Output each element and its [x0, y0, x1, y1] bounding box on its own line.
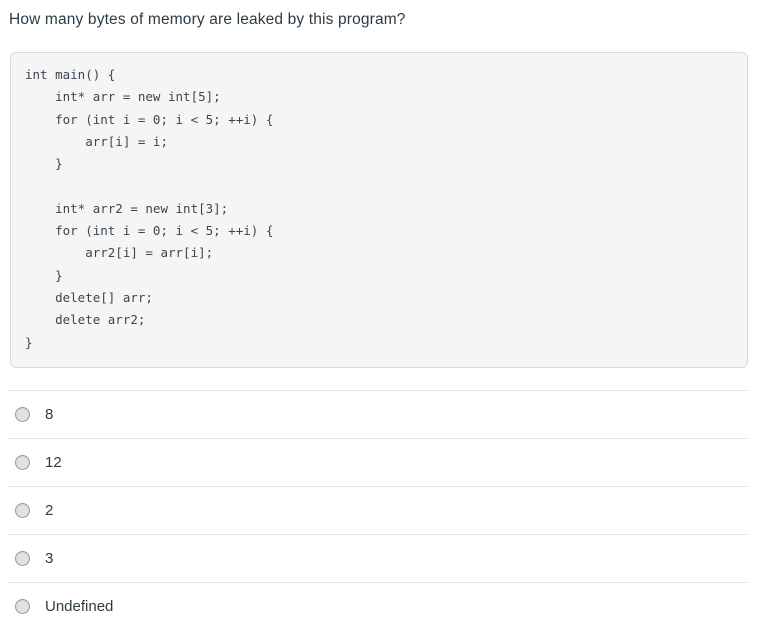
answer-option-1[interactable]: 8 — [8, 390, 748, 438]
answer-option-label-4: 3 — [45, 549, 54, 567]
answer-option-2[interactable]: 12 — [8, 438, 748, 486]
answer-options-list: 8 12 2 3 Undefined — [8, 390, 748, 630]
answer-option-5[interactable]: Undefined — [8, 582, 748, 630]
radio-button-icon-3[interactable] — [15, 503, 30, 518]
answer-option-3[interactable]: 2 — [8, 486, 748, 534]
radio-button-icon-2[interactable] — [15, 455, 30, 470]
radio-button-icon-4[interactable] — [15, 551, 30, 566]
answer-option-label-1: 8 — [45, 405, 54, 423]
question-prompt: How many bytes of memory are leaked by t… — [9, 11, 406, 28]
answer-option-label-2: 12 — [45, 453, 62, 471]
answer-option-label-3: 2 — [45, 501, 54, 519]
answer-option-label-5: Undefined — [45, 597, 114, 615]
code-snippet-text: int main() { int* arr = new int[5]; for … — [25, 67, 274, 350]
code-snippet-block: int main() { int* arr = new int[5]; for … — [10, 52, 748, 368]
radio-button-icon-1[interactable] — [15, 407, 30, 422]
radio-button-icon-5[interactable] — [15, 599, 30, 614]
answer-option-4[interactable]: 3 — [8, 534, 748, 582]
